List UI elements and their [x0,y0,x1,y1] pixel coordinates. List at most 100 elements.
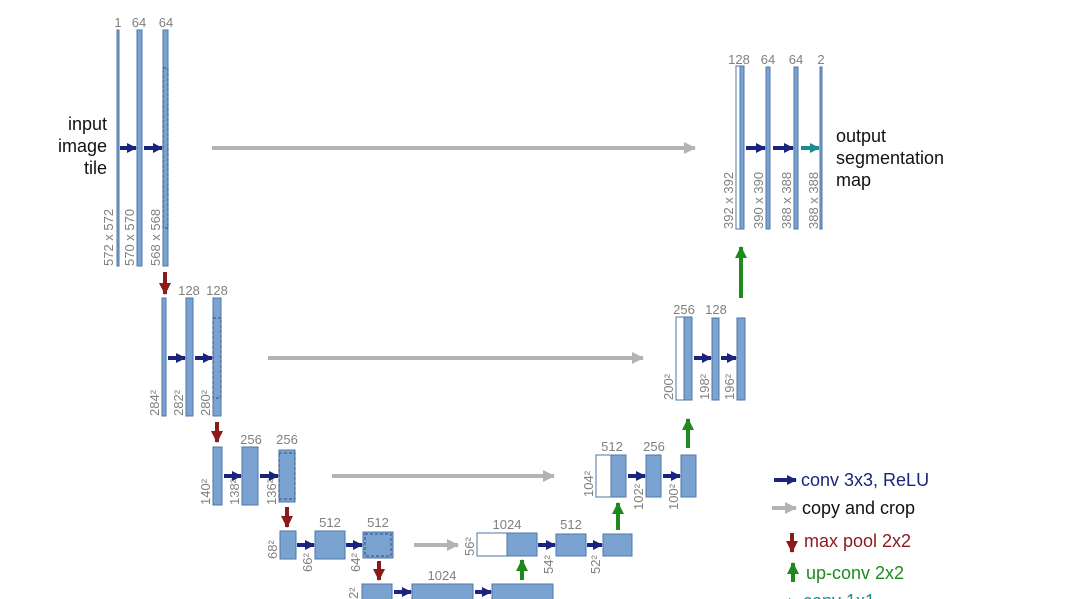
feature-map [278,449,296,503]
legend-label: conv 3x3, ReLU [801,470,929,490]
legend-item-upconv: up-conv 2x2 [787,562,904,583]
output-label: segmentation [836,148,944,168]
size-label: 388 x 388 [779,172,794,229]
copied-map [675,316,685,401]
feature-map [683,316,693,401]
feature-map [411,583,474,599]
feature-map [279,530,297,560]
channel-label: 128 [178,283,200,298]
channel-label: 64 [132,15,146,30]
feature-map [362,531,394,559]
size-label: 280² [198,389,213,416]
channel-label: 256 [276,432,298,447]
size-label: 570 x 570 [122,209,137,266]
legend-item-pool: max pool 2x2 [786,531,911,553]
level2-encoder: 256 256 140² 138² 136² [198,432,555,528]
size-label: 196² [722,373,737,400]
size-label: 2² [346,587,361,599]
channel-label: 64 [761,52,775,67]
channel-label: 512 [560,517,582,532]
input-label: input [68,114,107,134]
channel-label: 1024 [428,568,457,583]
level0-encoder: 1 64 64 572 x 572 570 x 570 568 x 568 in… [58,15,696,295]
size-label: 54² [541,555,556,574]
copied-map [595,454,612,498]
feature-map [645,454,662,498]
feature-map [161,297,167,417]
channel-label: 2 [817,52,824,67]
feature-map [602,533,633,557]
size-label: 64² [348,553,363,572]
feature-map [793,66,799,230]
feature-map [739,65,745,230]
size-label: 136² [264,478,279,505]
legend-label: copy and crop [802,498,915,518]
feature-map [212,446,223,506]
feature-map [610,454,627,498]
crop-region [162,67,169,229]
level1-encoder: 128 128 284² 282² 280² [147,283,644,443]
legend-label: conv 1x1 [803,591,875,599]
size-label: 102² [631,483,646,510]
feature-map [241,446,259,506]
level0-decoder: 128 64 64 2 392 x 392 390 x 390 388 x 38… [721,52,944,230]
level3-encoder: 512 512 68² 66² 64² [265,515,459,581]
legend: conv 3x3, ReLU copy and crop max pool 2x… [772,470,929,599]
copied-map [735,65,741,230]
size-label: 390 x 390 [751,172,766,229]
size-label: 52² [588,555,603,574]
feature-map [711,317,720,401]
channel-label: 64 [789,52,803,67]
size-label: 138² [227,478,242,505]
level1-decoder: 256 128 200² 198² 196² [661,246,747,401]
size-label: 572 x 572 [101,209,116,266]
size-label: 282² [171,389,186,416]
channel-label: 256 [643,439,665,454]
size-label: 392 x 392 [721,172,736,229]
level2-decoder: 512 256 104² 102² 100² [581,418,697,510]
channel-label: 128 [728,52,750,67]
channel-label: 128 [705,302,727,317]
output-label: output [836,126,886,146]
channel-label: 256 [240,432,262,447]
crop-region [278,452,296,500]
channel-label: 512 [367,515,389,530]
size-label: 56² [462,537,477,556]
feature-map [162,29,169,267]
channel-label: 256 [673,302,695,317]
channel-label: 128 [206,283,228,298]
feature-map [555,533,587,557]
feature-map [736,317,746,401]
feature-map [765,66,771,230]
crop-region [212,317,222,399]
channel-label: 512 [601,439,623,454]
crop-region [364,533,392,557]
size-label: 200² [661,373,676,400]
feature-map [185,297,194,417]
size-label: 140² [198,478,213,505]
size-label: 100² [666,483,681,510]
channel-label: 1 [114,15,121,30]
channel-label: 64 [159,15,173,30]
size-label: 66² [300,553,315,572]
output-map [819,66,823,230]
feature-map [314,530,346,560]
feature-map [136,29,143,267]
size-label: 388 x 388 [806,172,821,229]
output-label: map [836,170,871,190]
input-label: tile [84,158,107,178]
copied-map [476,532,508,557]
size-label: 68² [265,540,280,559]
feature-map [361,583,393,599]
size-label: 104² [581,470,596,497]
input-label: image [58,136,107,156]
channel-label: 1024 [493,517,522,532]
feature-map [680,454,697,498]
size-label: 198² [697,373,712,400]
level3-decoder: 1024 512 56² 54² 52² [462,502,633,574]
feature-map [506,532,538,557]
legend-label: max pool 2x2 [804,531,911,551]
legend-item-conv: conv 3x3, ReLU [774,470,929,490]
size-label: 568 x 568 [148,209,163,266]
